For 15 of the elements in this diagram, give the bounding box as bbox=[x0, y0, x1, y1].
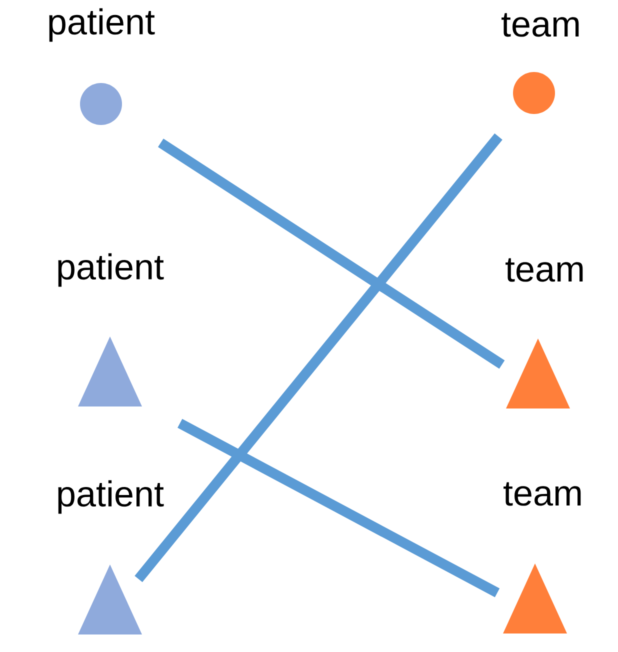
circle-marker bbox=[513, 72, 555, 114]
connector-line bbox=[158, 138, 505, 369]
caption-text: patient bbox=[58, 253, 164, 287]
triangle-marker bbox=[503, 564, 567, 634]
triangle-marker bbox=[78, 336, 142, 407]
caption-text: patient bbox=[58, 480, 164, 514]
caption-text: team bbox=[506, 258, 583, 282]
caption-text: patient bbox=[49, 8, 155, 42]
connector-line bbox=[178, 418, 500, 598]
connector-line bbox=[134, 133, 502, 582]
caption-text: team bbox=[502, 13, 579, 37]
circle-marker bbox=[80, 83, 122, 125]
triangle-marker bbox=[506, 338, 570, 409]
caption-text: team bbox=[504, 482, 581, 506]
triangle-marker bbox=[78, 564, 142, 635]
